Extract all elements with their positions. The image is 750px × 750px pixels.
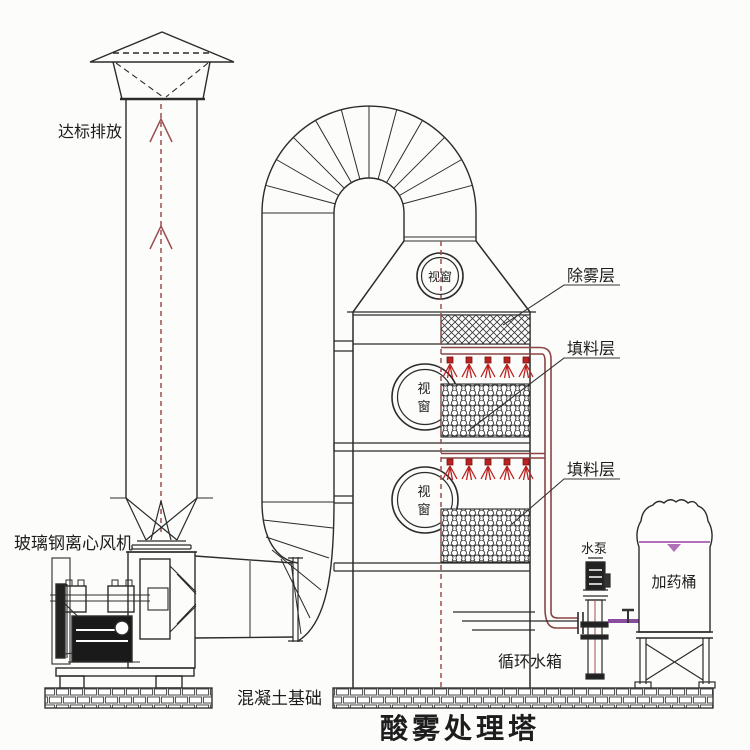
packing-bed-2 — [440, 508, 531, 563]
tower-shell — [347, 240, 536, 688]
dosing-tank — [634, 499, 716, 689]
centrifugal-fan — [50, 551, 197, 689]
callout-leaders — [467, 284, 620, 525]
sight-window-top-label: 视窗 — [428, 269, 452, 284]
circulating-tank-label: 循环水箱 — [498, 653, 562, 671]
water-pump-label: 水泵 — [581, 541, 607, 556]
packing-bed-1 — [440, 383, 531, 438]
u-bend-duct — [261, 105, 477, 242]
sight-window-mid-char1: 视 — [417, 381, 430, 396]
demister-label: 除雾层 — [567, 267, 615, 285]
sight-window-mid-char2: 窗 — [417, 399, 430, 414]
sight-window-top — [416, 252, 464, 300]
emission-label: 达标排放 — [58, 123, 122, 141]
foundation-tower — [332, 687, 714, 709]
chimney-flow-line — [149, 104, 173, 536]
chemical-feed-pipe — [608, 608, 641, 623]
spray-nozzles-row-2 — [442, 458, 534, 481]
sump-suction-lines — [453, 611, 578, 631]
packing-label-1: 填料层 — [567, 340, 615, 358]
diagram-title: 酸雾处理塔 — [380, 713, 540, 744]
fan-duct-elbow — [194, 501, 335, 642]
spray-header-pipes — [441, 346, 578, 629]
demister-layer — [353, 314, 531, 345]
water-pump — [577, 557, 611, 680]
chimney-rain-cap — [89, 31, 235, 101]
foundation-fan — [44, 687, 213, 709]
chimney-fan-reducer — [125, 497, 198, 550]
riser-duct — [261, 212, 335, 503]
sight-window-low-char2: 窗 — [417, 502, 430, 517]
sight-window-low-char1: 视 — [417, 484, 430, 499]
packing-label-2: 填料层 — [567, 461, 615, 479]
spray-nozzles-row-1 — [442, 356, 534, 379]
dosing-tank-label: 加药桶 — [651, 574, 696, 591]
sight-window-low — [391, 466, 459, 534]
chimney-stack — [110, 100, 213, 499]
fan-label: 玻璃钢离心风机 — [14, 534, 133, 553]
concrete-foundation-label: 混凝土基础 — [237, 689, 322, 708]
